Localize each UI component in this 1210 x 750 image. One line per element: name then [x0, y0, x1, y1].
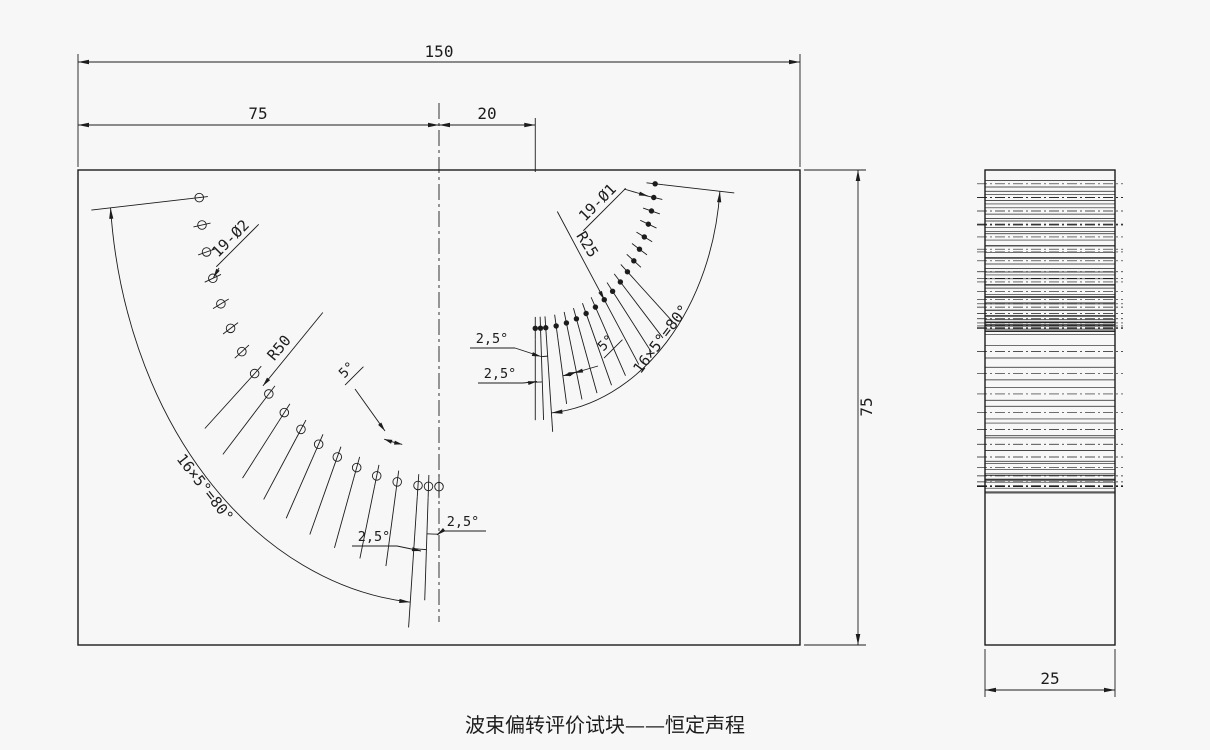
side-view-outline: [984, 169, 1116, 646]
dim-height: 75: [857, 397, 876, 416]
hole-mark: [237, 346, 247, 357]
dim-left-span: 75: [248, 104, 267, 123]
dim-center-span: 20: [477, 104, 496, 123]
label-underline: [603, 339, 623, 359]
hole-mark: [201, 247, 212, 257]
hole-mark: [208, 273, 218, 284]
label-right-step: 5°: [595, 332, 618, 355]
dim-thickness: 25: [1040, 669, 1059, 688]
drawing-title: 波束偏转评价试块——恒定声程: [465, 713, 745, 737]
hole-mark: [351, 462, 362, 473]
hole-mark: [296, 424, 306, 435]
hole-mark: [194, 192, 204, 203]
drawing-geometry: [77, 54, 1123, 697]
hole-mark: [249, 368, 260, 379]
hole-mark: [313, 439, 324, 449]
hole-mark: [225, 323, 236, 334]
label-underline: [583, 188, 627, 232]
hole-mark: [371, 471, 382, 481]
hole-mark: [197, 220, 207, 230]
hole-mark: [279, 407, 290, 418]
hole-mark: [216, 299, 226, 309]
label-underline: [216, 224, 260, 268]
label-right-radius: R25: [572, 228, 602, 261]
label-left-halfstep-b: 2,5°: [447, 514, 480, 530]
label-underline: [344, 366, 364, 386]
label-right-halfstep-a: 2,5°: [476, 331, 509, 347]
label-right-halfstep-b: 2,5°: [484, 366, 517, 382]
hole-mark: [264, 389, 274, 399]
label-left-holes: 19-Ø2: [208, 216, 253, 261]
label-left-span-angle: 16×5°=80°: [173, 450, 237, 525]
label-right-span-angle: 16×5°=80°: [629, 301, 692, 377]
label-right-holes: 19-Ø1: [575, 180, 620, 225]
label-left-step: 5°: [336, 359, 359, 382]
hole-mark: [392, 477, 402, 487]
right-arc-labels: 19-Ø1 R25 5° 2,5° 2,5° 16×5°=80°: [470, 180, 693, 384]
dim-total-width: 150: [425, 42, 454, 61]
dimension-texts: 150 75 20 75 25: [248, 42, 1059, 688]
label-left-radius: R50: [264, 332, 295, 364]
label-left-halfstep-a: 2,5°: [358, 529, 391, 545]
hole-mark: [332, 452, 343, 462]
